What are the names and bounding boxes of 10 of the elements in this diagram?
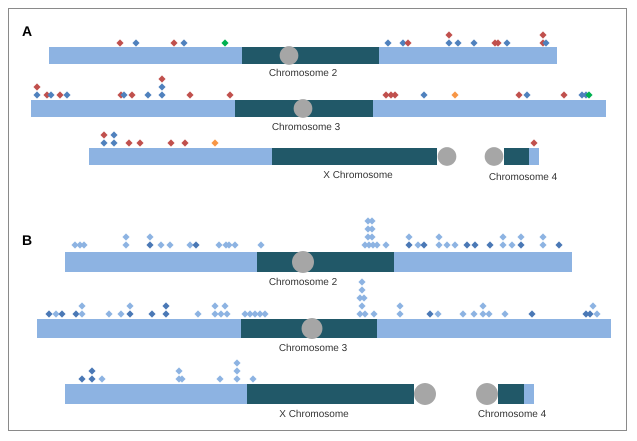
chromosome-label: Chromosome 3 (278, 343, 348, 355)
chromosome-label: Chromosome 3 (272, 122, 340, 134)
chromosome-label: X Chromosome (279, 409, 349, 421)
panel-label: A (22, 23, 32, 39)
chromosome-label: Chromosome 2 (268, 277, 338, 289)
chromosome-label: Chromosome 2 (268, 68, 338, 80)
chromosome-label: Chromosome 4 (478, 409, 546, 421)
panel-label: B (22, 232, 32, 248)
chromosome-label: X Chromosome (323, 170, 393, 182)
chromosome-label: Chromosome 4 (488, 172, 558, 184)
